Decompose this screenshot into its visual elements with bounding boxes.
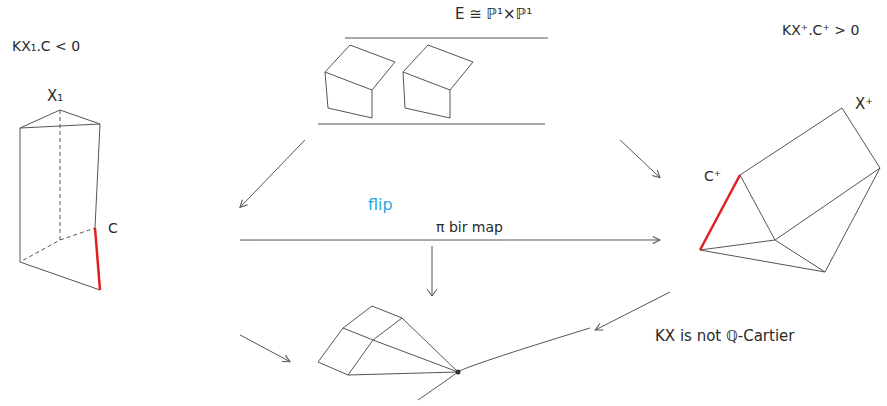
- x1-figure: [20, 110, 100, 290]
- math-label: KX₁.C < 0: [12, 38, 80, 54]
- x1-figure: [20, 110, 60, 262]
- flipping-curve: [95, 228, 100, 290]
- xplus-figure: [700, 108, 880, 272]
- space-label: E ≅ ℙ¹×ℙ¹: [455, 6, 532, 23]
- math-label: KX⁺.C⁺ > 0: [782, 22, 859, 38]
- figure-node: E ≅ ℙ¹×ℙ¹: [300, 5, 625, 140]
- blowup-figure: [325, 45, 395, 90]
- x1-figure: [95, 124, 100, 228]
- edge-label: flip: [368, 196, 393, 214]
- singular-point: [456, 370, 461, 375]
- contraction-figure: [348, 372, 458, 375]
- map-arrow: [620, 140, 660, 178]
- vertical-arrow: [427, 246, 437, 296]
- contraction-figure: [402, 318, 458, 372]
- figure-node: X⁺: [660, 95, 882, 292]
- note-text: KX is not ℚ-Cartier: [655, 328, 794, 345]
- math-label: π bir map: [436, 219, 503, 235]
- contraction-figure: [318, 306, 590, 400]
- blowup-figure: [318, 124, 545, 125]
- contraction-figure: [418, 328, 590, 400]
- flip-arrow: [240, 239, 660, 240]
- blowup-figure: [403, 72, 450, 118]
- figure-node: KX is not ℚ-Cartier: [290, 330, 810, 402]
- map-arrow: [240, 140, 305, 207]
- blowup-figure: [345, 38, 548, 39]
- map-arrow: [595, 292, 670, 330]
- flipped-curve: [700, 175, 740, 250]
- math-label: C: [108, 220, 118, 236]
- space-label: X⁺: [855, 96, 873, 113]
- xplus-figure: [775, 240, 825, 272]
- xplus-figure: [740, 108, 880, 240]
- math-label: C⁺: [704, 168, 721, 184]
- x1-figure: [60, 228, 95, 240]
- singular-point: [456, 370, 461, 375]
- blowup-figure: [325, 72, 372, 118]
- blowup-figure: [403, 45, 473, 90]
- contraction-figure: [343, 306, 402, 340]
- figure-node: X₁: [15, 85, 240, 340]
- space-label: X₁: [47, 88, 63, 105]
- flipped-curve: [700, 175, 740, 250]
- xplus-figure: [700, 168, 880, 272]
- flipping-curve: [95, 228, 100, 290]
- xplus-figure: [700, 240, 775, 250]
- contraction-figure: [318, 328, 373, 375]
- map-arrow: [240, 335, 290, 362]
- contraction-figure: [373, 340, 458, 372]
- blowup-figure: [318, 38, 548, 124]
- vertical-arrow: [427, 289, 437, 296]
- vertical-arrow: [432, 246, 433, 296]
